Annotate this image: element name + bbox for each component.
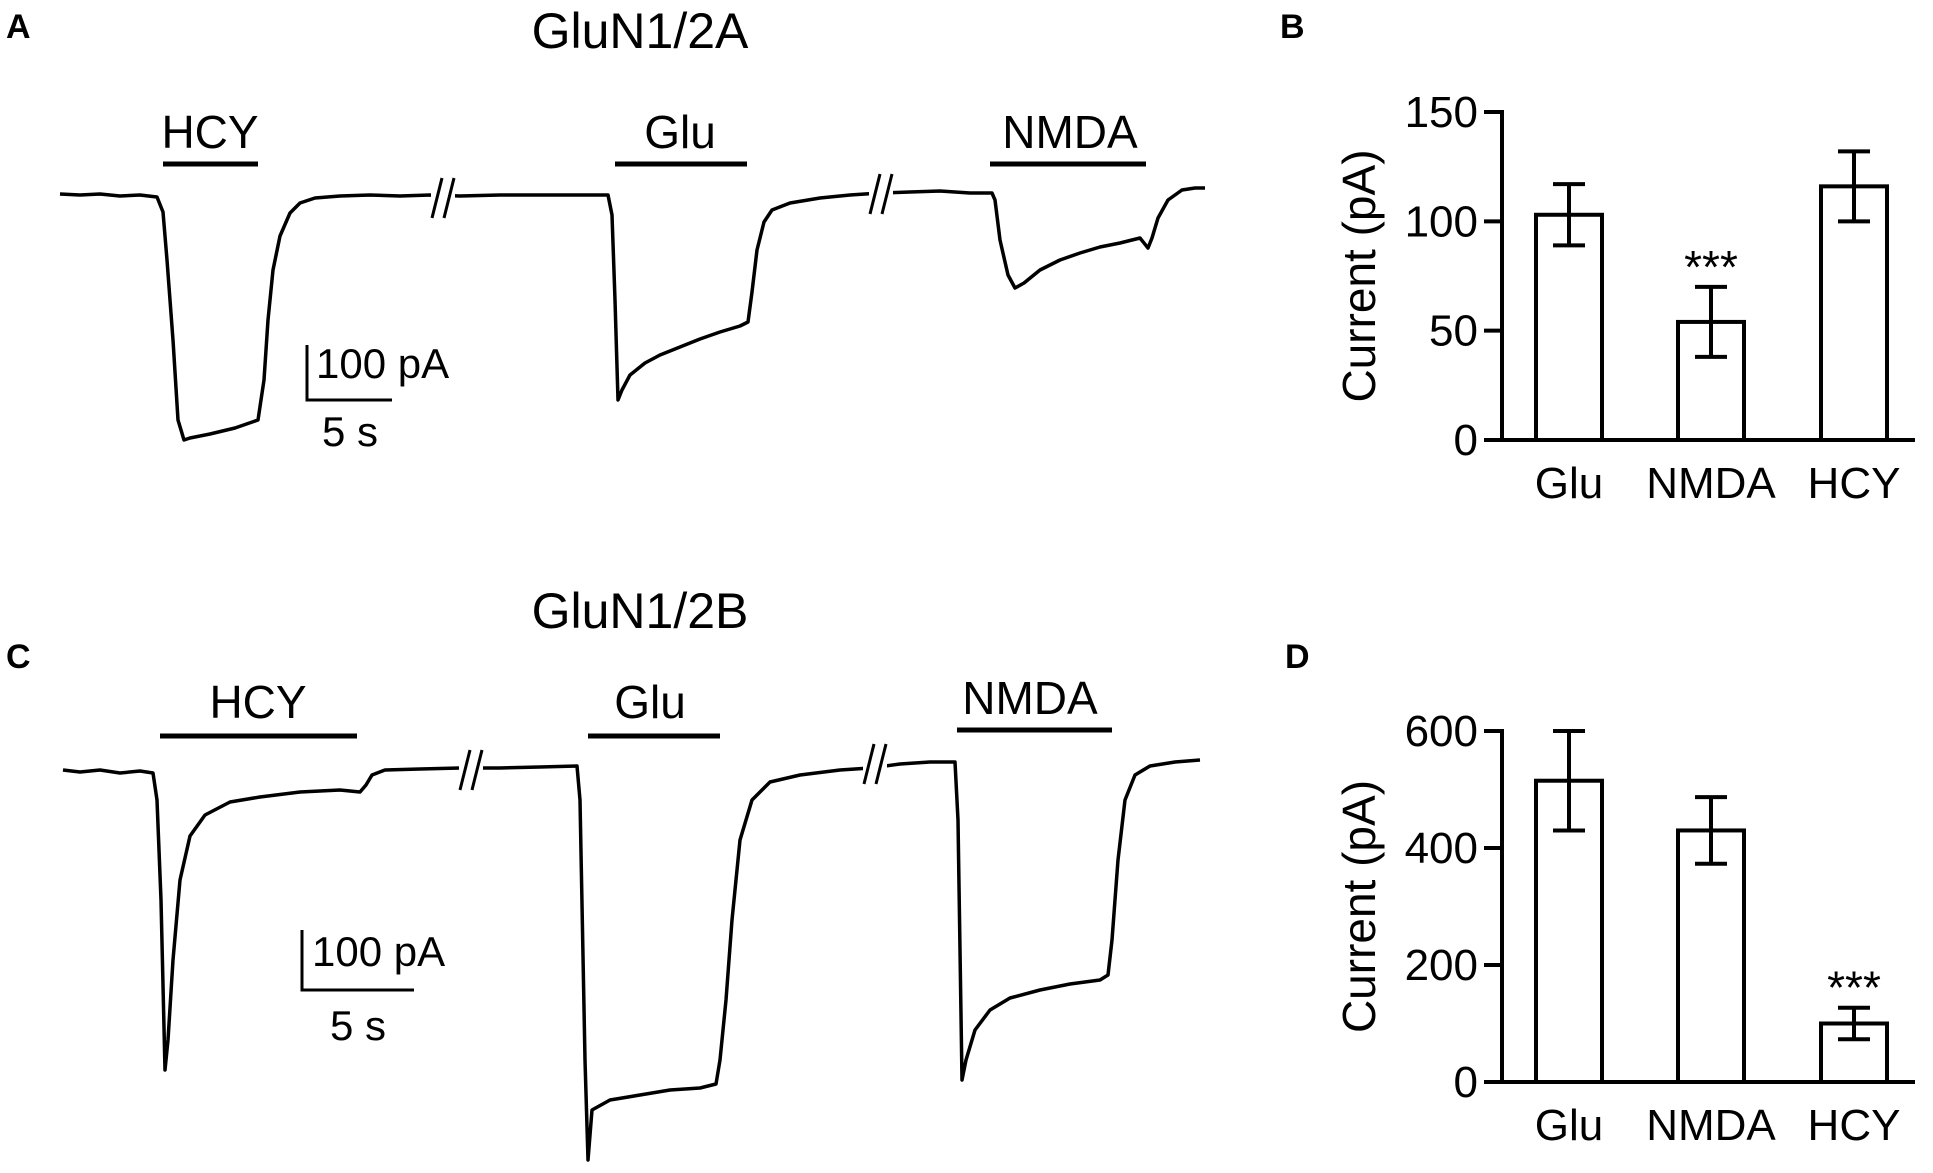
category-label-nmda: NMDA: [1646, 1101, 1776, 1150]
bar-glu: [1534, 212, 1604, 442]
panel-letter-b: B: [1280, 8, 1305, 46]
drug-label-hcy-c: HCY: [209, 676, 306, 728]
current-trace-a: [59, 186, 1205, 442]
category-label-glu: Glu: [1535, 1101, 1603, 1150]
drug-label-nmda-a: NMDA: [1002, 106, 1138, 158]
y-tick-label: 200: [1405, 941, 1478, 990]
drug-label-hcy-a: HCY: [161, 106, 258, 158]
axis-break-a2: [868, 173, 894, 215]
panel-letter-c: C: [6, 638, 31, 676]
panel-c-title: GluN1/2B: [532, 583, 749, 639]
significance-marker: ***: [1684, 241, 1738, 293]
panel-c: C GluN1/2B HCY Glu NMDA 100 pA 5 s: [6, 583, 1201, 1162]
y-tick-label: 400: [1405, 824, 1478, 873]
panel-letter-a: A: [6, 8, 31, 46]
scale-time-a: 5 s: [322, 408, 378, 455]
current-trace-c: [62, 758, 1201, 1162]
scale-bar-a: 100 pA 5 s: [305, 340, 449, 455]
y-tick-label: 50: [1429, 307, 1478, 356]
y-tick-label: 0: [1454, 1058, 1478, 1107]
panel-a-title: GluN1/2A: [532, 3, 749, 59]
y-tick-label: 0: [1454, 416, 1478, 465]
scale-time-c: 5 s: [330, 1002, 386, 1049]
panel-letter-d: D: [1285, 638, 1310, 676]
y-tick-label: 600: [1405, 707, 1478, 756]
category-label-glu: Glu: [1535, 459, 1603, 508]
category-label-hcy: HCY: [1808, 1101, 1901, 1150]
category-label-nmda: NMDA: [1646, 459, 1776, 508]
axis-break-c1: [458, 749, 484, 791]
scale-bar-c: 100 pA 5 s: [300, 928, 445, 1049]
y-tick-label: 100: [1405, 197, 1478, 246]
bar-nmda: [1676, 828, 1746, 1085]
axis-break-c2: [862, 743, 888, 785]
axis-break-a1: [430, 177, 456, 219]
y-axis-label: Current (pA): [1333, 780, 1385, 1033]
drug-label-glu-c: Glu: [614, 676, 686, 728]
category-label-hcy: HCY: [1808, 459, 1901, 508]
drug-label-glu-a: Glu: [644, 106, 716, 158]
scale-current-c: 100 pA: [312, 928, 445, 975]
drug-label-nmda-c: NMDA: [962, 672, 1098, 724]
y-tick-label: 150: [1405, 88, 1478, 137]
scale-current-a: 100 pA: [316, 340, 449, 387]
bar-hcy: [1819, 184, 1889, 442]
significance-marker: ***: [1827, 962, 1881, 1014]
panel-a: A GluN1/2A HCY Glu NMDA 100 pA 5 s: [6, 3, 1205, 455]
y-axis-label: Current (pA): [1333, 149, 1385, 402]
